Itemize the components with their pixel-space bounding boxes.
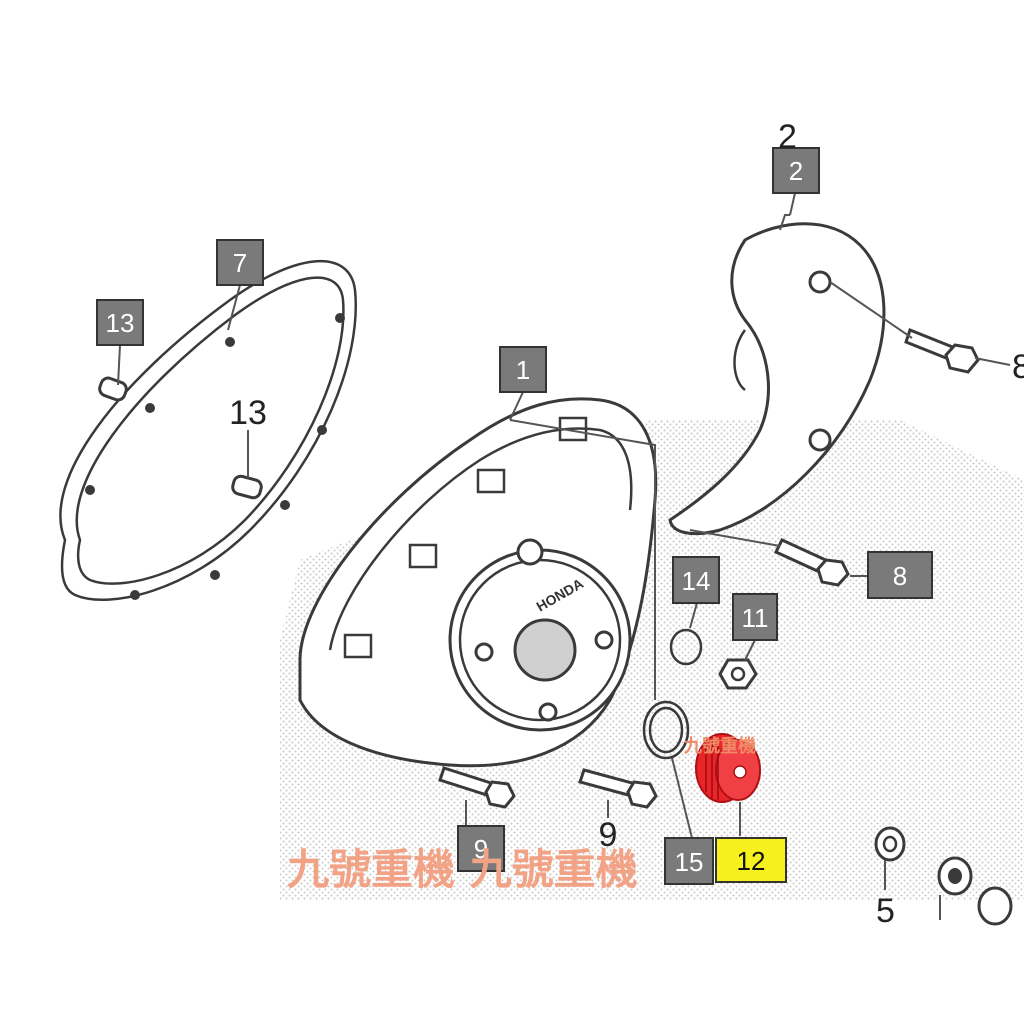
bolt-part-8-upper — [904, 328, 980, 374]
o-ring-part-14 — [669, 628, 703, 666]
plain-label-2-top: 2 — [778, 118, 797, 156]
leader-lines — [117, 192, 1011, 920]
callout-tag-7: 7 — [216, 239, 264, 286]
dowel-pin-part-13-a — [98, 376, 128, 402]
callout-tag-15: 15 — [664, 837, 714, 885]
callout-tag-14: 14 — [672, 556, 720, 604]
bolt-part-8-lower — [773, 538, 850, 587]
watermark-small: 九號重機 — [683, 735, 756, 757]
svg-text:13: 13 — [106, 308, 135, 338]
callout-tag-13: 13 — [96, 299, 144, 346]
svg-text:1: 1 — [516, 355, 530, 385]
plain-label-8-edge: 8 — [1012, 348, 1024, 386]
callout-tag-11: 11 — [732, 593, 778, 641]
svg-text:7: 7 — [233, 248, 247, 278]
svg-text:8: 8 — [893, 561, 907, 591]
svg-text:9: 9 — [474, 834, 488, 864]
nut-part-11 — [718, 658, 758, 690]
cover-part-1: HONDA — [298, 397, 658, 768]
bolt-part-9-left — [438, 766, 516, 809]
callout-tag-2: 2 — [772, 147, 820, 194]
svg-text:11: 11 — [742, 603, 769, 633]
gasket-part-7 — [59, 260, 357, 602]
bolt-part-9-right — [578, 768, 658, 809]
plain-label-9: 9 — [599, 816, 618, 854]
callout-tag-8: 8 — [867, 551, 933, 599]
callout-tag-12-highlighted: 12 — [715, 837, 787, 883]
callout-tag-9: 9 — [457, 825, 505, 872]
svg-text:2: 2 — [789, 156, 803, 186]
cap-part-12-highlighted — [695, 733, 761, 803]
callout-tag-1: 1 — [499, 346, 547, 393]
washer-part-5 — [874, 826, 1013, 926]
watermark-main: 九號重機 九號重機 — [287, 845, 638, 894]
svg-text:12: 12 — [737, 846, 766, 876]
plain-label-5: 5 — [876, 892, 895, 930]
svg-text:15: 15 — [675, 847, 704, 877]
plain-label-13: 13 — [229, 394, 267, 432]
svg-text:14: 14 — [682, 566, 711, 596]
dowel-pin-part-13-b — [231, 474, 263, 500]
o-ring-part-15 — [642, 700, 690, 760]
